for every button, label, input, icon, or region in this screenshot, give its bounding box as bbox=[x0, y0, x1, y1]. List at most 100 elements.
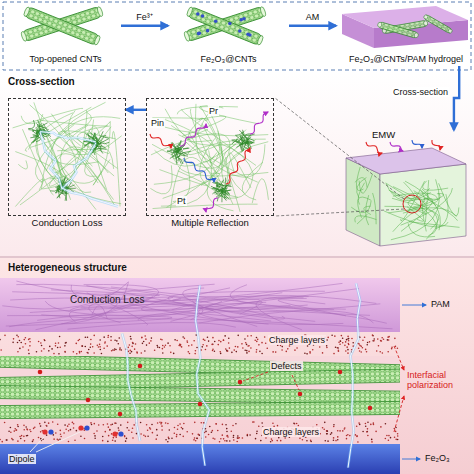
shape-circle bbox=[126, 438, 128, 440]
shape-circle bbox=[377, 338, 379, 340]
shape-circle bbox=[147, 435, 149, 437]
shape-circle bbox=[36, 351, 38, 353]
zoom-box: Conduction Loss bbox=[8, 98, 126, 216]
shape-path bbox=[393, 193, 438, 200]
shape-circle bbox=[24, 440, 26, 442]
shape-circle bbox=[275, 351, 277, 353]
shape-circle bbox=[119, 349, 121, 351]
shape-ellipse bbox=[94, 35, 101, 46]
shape-circle bbox=[220, 341, 222, 343]
shape-circle bbox=[326, 339, 328, 341]
shape-circle bbox=[226, 350, 228, 352]
shape-circle bbox=[25, 337, 27, 339]
shape-circle bbox=[371, 439, 373, 441]
shape-circle bbox=[169, 345, 171, 347]
shape-circle bbox=[339, 340, 341, 342]
shape-circle bbox=[154, 349, 156, 351]
shape-circle bbox=[90, 422, 92, 424]
shape-path bbox=[220, 188, 224, 190]
shape-circle bbox=[237, 437, 239, 439]
shape-circle bbox=[225, 424, 227, 426]
shape-circle bbox=[322, 352, 324, 354]
flow-arrow bbox=[454, 66, 459, 130]
shape-circle bbox=[165, 439, 167, 441]
shape-circle bbox=[383, 338, 385, 340]
shape-path bbox=[216, 180, 228, 198]
defect-dot bbox=[118, 412, 123, 417]
shape-path bbox=[183, 148, 189, 149]
shape-circle bbox=[16, 334, 18, 336]
shape-circle bbox=[142, 343, 144, 345]
shape-ellipse bbox=[414, 32, 419, 38]
shape-circle bbox=[53, 434, 55, 436]
shape-circle bbox=[373, 340, 375, 342]
shape-circle bbox=[145, 338, 147, 340]
shape-circle bbox=[99, 346, 101, 348]
shape-circle bbox=[373, 338, 375, 340]
shape-circle bbox=[106, 345, 108, 347]
shape-circle bbox=[214, 351, 216, 353]
shape-circle bbox=[104, 431, 106, 433]
shape-path bbox=[278, 300, 346, 316]
shape-circle bbox=[51, 348, 53, 350]
shape-circle bbox=[58, 342, 60, 344]
shape-circle bbox=[264, 336, 266, 338]
shape-ellipse bbox=[23, 6, 30, 17]
shape-circle bbox=[161, 425, 163, 427]
shape-path bbox=[199, 311, 374, 323]
shape-circle bbox=[224, 440, 226, 442]
shape-circle bbox=[309, 351, 311, 353]
shape-circle bbox=[176, 434, 178, 436]
shape-circle bbox=[217, 344, 219, 346]
shape-circle bbox=[372, 335, 374, 337]
shape-circle bbox=[15, 429, 17, 431]
shape-circle bbox=[228, 337, 230, 339]
shape-circle bbox=[87, 336, 89, 338]
part-name: Fe₂O₃ bbox=[424, 453, 451, 463]
shape-circle bbox=[397, 435, 399, 437]
shape-circle bbox=[10, 427, 12, 429]
shape-circle bbox=[366, 431, 368, 433]
shape-circle bbox=[63, 432, 65, 434]
shape-circle bbox=[132, 343, 134, 345]
shape-circle bbox=[346, 346, 348, 348]
shape-circle bbox=[258, 344, 260, 346]
polymer-network bbox=[384, 179, 459, 239]
shape-circle bbox=[193, 340, 195, 342]
shape-circle bbox=[141, 352, 143, 354]
shape-path bbox=[153, 204, 258, 208]
shape-circle bbox=[179, 423, 181, 425]
shape-circle bbox=[4, 335, 6, 337]
shape-circle bbox=[237, 335, 239, 337]
shape-circle bbox=[248, 351, 250, 353]
shape-circle bbox=[23, 425, 25, 427]
shape-path bbox=[348, 283, 360, 467]
shape-circle bbox=[85, 336, 87, 338]
shape-circle bbox=[333, 424, 335, 426]
cnt-band bbox=[0, 356, 400, 419]
shape-circle bbox=[52, 421, 54, 423]
shape-circle bbox=[228, 342, 230, 344]
zoom-circle bbox=[403, 195, 421, 213]
shape-circle bbox=[287, 348, 289, 350]
shape-path bbox=[6, 316, 172, 326]
shape-circle bbox=[388, 435, 390, 437]
shape-circle bbox=[348, 338, 350, 340]
shape-circle bbox=[48, 429, 53, 434]
shape-circle bbox=[333, 440, 335, 442]
shape-circle bbox=[21, 435, 23, 437]
shape-circle bbox=[1, 441, 3, 443]
shape-circle bbox=[19, 340, 21, 342]
shape-circle bbox=[212, 430, 214, 432]
shape-circle bbox=[193, 439, 195, 441]
shape-circle bbox=[112, 431, 117, 436]
shape-circle bbox=[252, 421, 254, 423]
shape-circle bbox=[187, 342, 189, 344]
shape-circle bbox=[351, 338, 353, 340]
shape-path bbox=[172, 288, 230, 300]
shape-circle bbox=[260, 440, 262, 442]
shape-path bbox=[40, 132, 96, 142]
shape-path bbox=[122, 333, 140, 441]
shape-circle bbox=[203, 339, 205, 341]
shape-circle bbox=[280, 440, 282, 442]
